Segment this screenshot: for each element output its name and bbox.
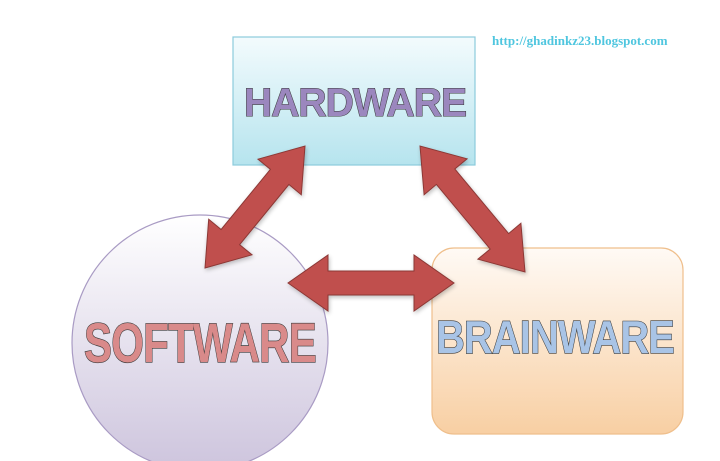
node-brainware: BRAINWARE [431, 247, 684, 435]
node-software-label: SOFTWARE [84, 311, 316, 374]
arrows-layer [204, 145, 526, 312]
node-brainware-shape [431, 247, 684, 435]
arrow-hardware-brainware [419, 145, 526, 273]
arrow-software-hardware [204, 145, 306, 269]
node-software: SOFTWARE [71, 214, 329, 461]
watermark-url[interactable]: http://ghadinkz23.blogspot.com [492, 33, 668, 48]
arrow-software-brainware [287, 254, 455, 312]
node-brainware-label: BRAINWARE [436, 311, 674, 363]
node-software-shape [71, 214, 329, 461]
node-hardware: HARDWARE [232, 36, 476, 166]
node-hardware-label: HARDWARE [244, 81, 466, 125]
node-hardware-shape [232, 36, 476, 166]
